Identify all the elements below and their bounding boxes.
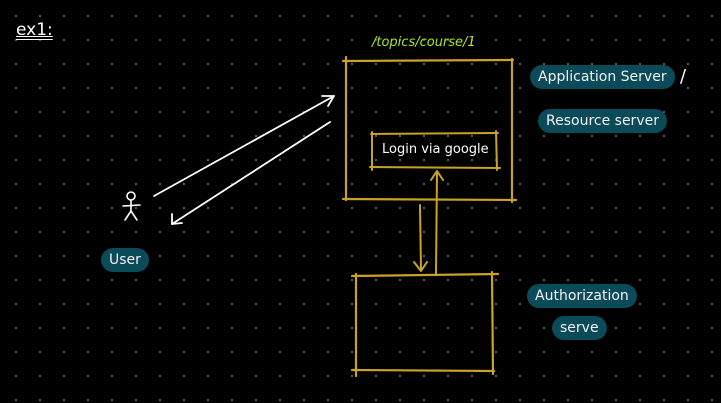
- authorization-server-box: [350, 270, 500, 378]
- example-note: ex1:: [16, 20, 53, 40]
- user-icon: [122, 191, 141, 221]
- route-path-label: /topics/course/1: [372, 35, 476, 50]
- login-via-google-button[interactable]: Login via google: [382, 142, 489, 157]
- authorization-server-label-line1: Authorization: [527, 284, 637, 308]
- oauth-arrows: [413, 170, 444, 275]
- label-separator: /: [680, 66, 687, 87]
- login-button-box: [369, 130, 501, 171]
- request-arrows: [153, 95, 335, 225]
- resource-server-label: Resource server: [538, 109, 667, 133]
- user-label: User: [101, 248, 149, 272]
- application-server-box: [341, 55, 518, 204]
- application-server-label: Application Server: [530, 65, 675, 89]
- authorization-server-label-line2: serve: [552, 316, 607, 340]
